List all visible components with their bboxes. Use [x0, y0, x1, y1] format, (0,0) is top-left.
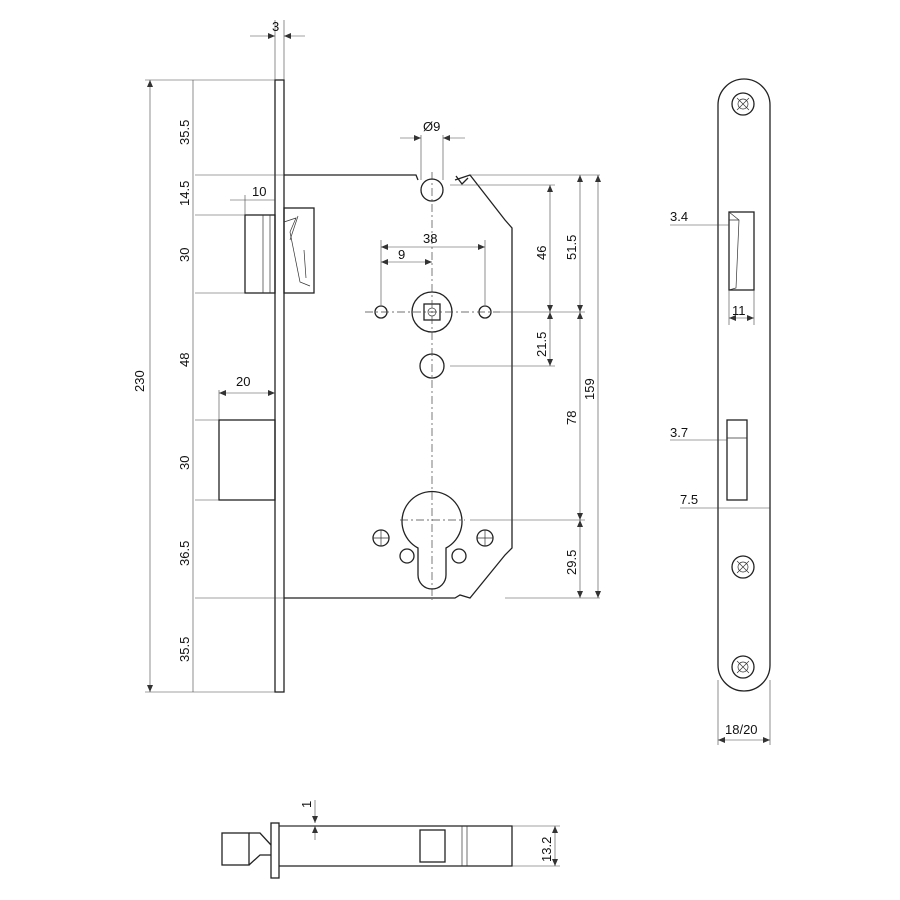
dim-strike-bolt-offset: 7.5 [680, 492, 698, 507]
dim-latch-offset: 10 [252, 184, 266, 199]
dim-case-height: 159 [582, 378, 597, 400]
dim-strike-bolt-depth: 3.7 [670, 425, 688, 440]
dim-bottom-plate: 1 [299, 801, 314, 808]
dim-top-margin: 35.5 [177, 120, 192, 145]
strike-dimension-labels: 3.4 11 3.7 7.5 18/20 [670, 209, 758, 737]
latch-bolt [244, 207, 315, 294]
dim-latch-height: 30 [177, 248, 192, 262]
dimension-labels: 3 Ø9 10 38 9 20 230 35.5 14.5 30 48 30 3… [132, 19, 597, 662]
lock-case [284, 174, 513, 599]
dim-case-top-offset: 14.5 [177, 181, 192, 206]
dim-total-height: 230 [132, 370, 147, 392]
faceplate [274, 79, 285, 693]
dim-spindle-spacing: 38 [423, 231, 437, 246]
dim-latch-to-bolt: 48 [177, 353, 192, 367]
dim-bottom-margin: 35.5 [177, 637, 192, 662]
dim-follower-to-spindle: 46 [534, 246, 549, 260]
dim-strike-width: 18/20 [725, 722, 758, 737]
bottom-dimension-lines [279, 800, 560, 867]
dim-backset-distance: 78 [564, 411, 579, 425]
cylinder-cutout [401, 490, 463, 590]
strike-dimension-lines [670, 224, 771, 745]
dimension-lines [145, 20, 601, 693]
strike-plate-view [717, 78, 771, 692]
front-view [218, 79, 513, 693]
dim-case-thickness: 13.2 [539, 837, 554, 862]
dim-follower-diameter: Ø9 [423, 119, 440, 134]
dim-strike-latch-width: 11 [732, 303, 746, 318]
deadbolt [218, 419, 276, 501]
dim-top-to-spindle: 51.5 [564, 235, 579, 260]
dim-cylinder-to-bottom: 29.5 [564, 550, 579, 575]
dim-strike-latch-depth: 3.4 [670, 209, 688, 224]
dim-bolt-to-case-bottom: 36.5 [177, 541, 192, 566]
bottom-dimension-labels: 1 13.2 [299, 801, 554, 862]
dim-faceplate-thickness: 3 [272, 19, 279, 34]
dim-spindle-offset: 9 [398, 247, 405, 262]
dim-bolt-height: 30 [177, 456, 192, 470]
dim-bolt-width: 20 [236, 374, 250, 389]
dim-spindle-to-hole: 21.5 [534, 332, 549, 357]
bottom-side-view [221, 822, 513, 879]
